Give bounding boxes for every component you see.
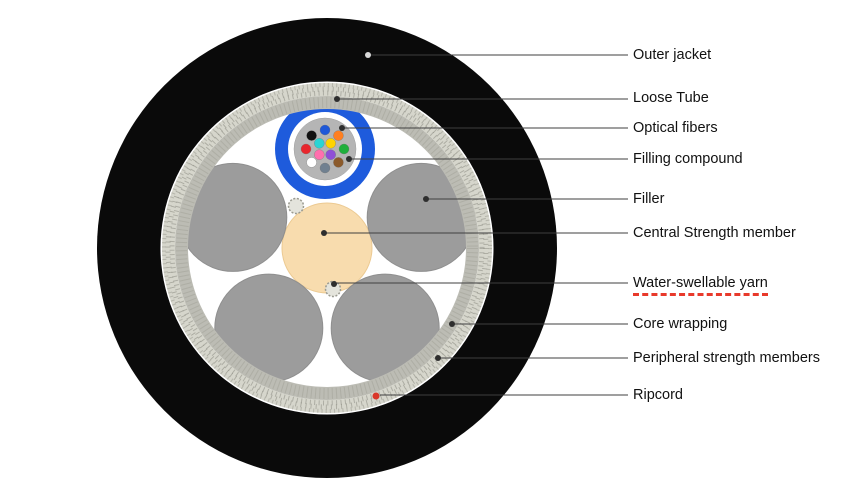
anchor-dot-water-swellable-yarn (331, 281, 337, 287)
anchor-dot-peripheral-strength-members (435, 355, 441, 361)
anchor-dot-loose-tube (334, 96, 340, 102)
optical-fiber (300, 143, 312, 155)
optical-fibers-group (300, 124, 350, 174)
central-strength-member (281, 202, 373, 294)
optical-fiber (314, 149, 325, 160)
optical-fiber (325, 149, 336, 160)
core-wrapping-texture (176, 97, 478, 399)
anchor-dot-optical-fibers (339, 125, 345, 131)
core-wrapping-ring (175, 96, 479, 400)
optical-fiber (333, 157, 344, 168)
optical-fiber (325, 138, 336, 149)
anchor-dot-filling-compound (346, 156, 352, 162)
water-swellable-yarn (324, 280, 342, 298)
ripcord-dot (372, 392, 380, 400)
optical-fiber (306, 157, 317, 168)
anchor-dot-core-wrapping (449, 321, 455, 327)
yarn-speckle-texture (165, 86, 489, 410)
anchor-dot-central-strength-member (321, 230, 327, 236)
anchor-dot-outer-jacket (365, 52, 371, 58)
water-swellable-yarn (287, 197, 305, 215)
optical-fiber (314, 138, 325, 149)
yarn-speckle-texture (162, 83, 492, 413)
optical-fiber (319, 162, 331, 174)
leader-lines (321, 52, 628, 396)
optical-fiber (338, 143, 350, 155)
yarn-speckle-texture (169, 90, 485, 406)
optical-fiber (333, 130, 344, 141)
optical-fiber (319, 124, 331, 136)
optical-fiber (306, 130, 317, 141)
anchor-dot-filler (423, 196, 429, 202)
